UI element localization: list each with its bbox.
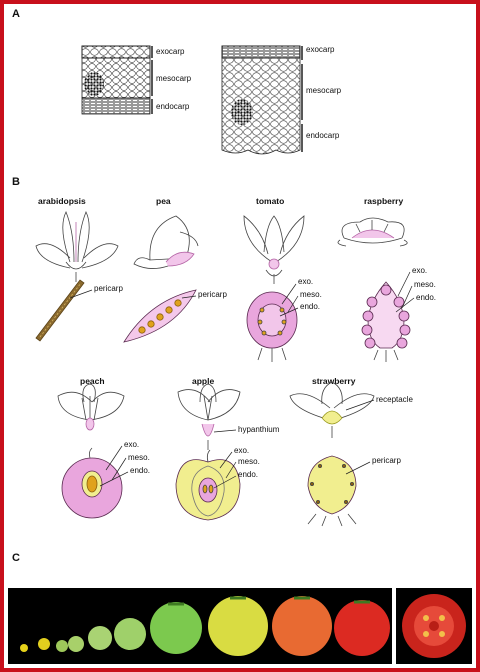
label-exocarp-left: exocarp (156, 47, 185, 56)
label-peach-meso: meso. (128, 453, 150, 462)
apple-fruit-section (175, 449, 241, 521)
label-apple-endo: endo. (238, 470, 259, 479)
tomato-development-series (20, 596, 390, 656)
title-strawberry: strawberry (312, 376, 356, 386)
strawberry-fruit-section (307, 455, 357, 527)
label-exocarp-right: exocarp (306, 45, 335, 54)
apple-flower (177, 383, 241, 450)
title-apple: apple (192, 376, 215, 386)
pericarp-section-left (81, 45, 153, 115)
label-endocarp-right: endocarp (306, 131, 340, 140)
title-tomato: tomato (256, 196, 285, 206)
label-raspberry-meso: meso. (414, 280, 436, 289)
label-peach-exo: exo. (124, 440, 140, 449)
label-peach-endo: endo. (130, 466, 151, 475)
label-tomato-meso: meso. (300, 290, 322, 299)
label-tomato-exo: exo. (298, 277, 314, 286)
label-tomato-endo: endo. (300, 302, 321, 311)
label-arabidopsis-pericarp: pericarp (94, 284, 123, 293)
arabidopsis-silique (35, 279, 85, 342)
strawberry-flower (289, 381, 375, 438)
title-raspberry: raspberry (364, 196, 404, 206)
peach-flower (57, 383, 125, 431)
panel-b-letter: B (12, 176, 20, 188)
tomato-fruit-section (246, 291, 298, 362)
label-raspberry-endo: endo. (416, 293, 437, 302)
tomato-flower (243, 215, 305, 284)
panel-c-letter: C (12, 552, 20, 564)
pericarp-section-right (221, 45, 303, 155)
panel-a-letter: A (12, 8, 20, 20)
pea-flower (133, 215, 199, 269)
title-pea: pea (156, 196, 171, 206)
label-mesocarp-left: mesocarp (156, 74, 192, 83)
label-strawberry-receptacle: receptacle (376, 395, 413, 404)
title-arabidopsis: arabidopsis (38, 196, 86, 206)
tomato-cross-section-photo (396, 588, 472, 664)
raspberry-flower (337, 217, 408, 247)
pea-pod (123, 289, 197, 343)
label-apple-meso: meso. (238, 457, 260, 466)
label-pea-pericarp: pericarp (198, 290, 227, 299)
arabidopsis-flower (35, 211, 119, 282)
peach-fruit-section (61, 447, 123, 519)
label-endocarp-left: endocarp (156, 102, 190, 111)
label-mesocarp-right: mesocarp (306, 86, 342, 95)
raspberry-fruit-section (361, 281, 411, 362)
tomato-cross-section (402, 594, 466, 658)
label-strawberry-pericarp: pericarp (372, 456, 401, 465)
title-peach: peach (80, 376, 105, 386)
label-raspberry-exo: exo. (412, 266, 428, 275)
label-apple-hypanthium: hypanthium (238, 425, 280, 434)
tomato-development-photo (8, 588, 392, 664)
label-apple-exo: exo. (234, 446, 250, 455)
